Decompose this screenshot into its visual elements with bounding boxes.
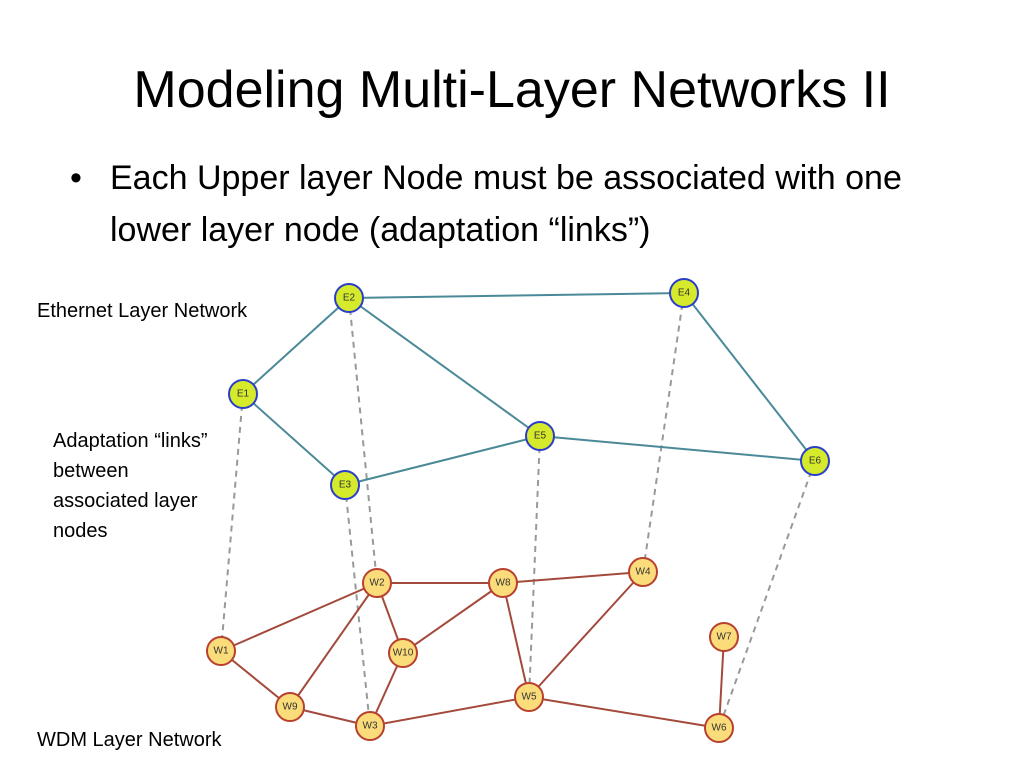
wdm-node-circle — [704, 713, 734, 743]
bullet-text: Each Upper layer Node must be associated… — [110, 159, 902, 249]
adaptation-link-e2-w2 — [348, 297, 378, 584]
wdm-node-circle — [362, 568, 392, 598]
wdm-link-w1-w2 — [220, 582, 378, 652]
ethernet-node-e3: E3 — [330, 470, 360, 500]
ethernet-node-circle — [330, 470, 360, 500]
adaptation-link-e5-w5 — [528, 435, 541, 698]
wdm-node-w5: W5 — [514, 682, 544, 712]
bullet-list: • Each Upper layer Node must be associat… — [70, 152, 970, 256]
wdm-node-label: W5 — [522, 692, 537, 703]
wdm-node-w6: W6 — [704, 713, 734, 743]
wdm-node-w7: W7 — [709, 622, 739, 652]
wdm-node-label: W4 — [636, 567, 651, 578]
bullet-item: • Each Upper layer Node must be associat… — [70, 152, 970, 256]
wdm-node-label: W7 — [717, 632, 732, 643]
wdm-node-circle — [388, 638, 418, 668]
bullet-icon: • — [70, 159, 82, 197]
wdm-link-w10-w8 — [402, 582, 504, 654]
wdm-link-w9-w2 — [289, 582, 378, 708]
ethernet-link-e1-e2 — [242, 297, 350, 395]
wdm-node-circle — [206, 636, 236, 666]
ethernet-node-e1: E1 — [228, 379, 258, 409]
wdm-layer-label: WDM Layer Network — [37, 729, 222, 751]
slide-title: Modeling Multi-Layer Networks II — [133, 61, 891, 119]
wdm-node-circle — [275, 692, 305, 722]
ethernet-links — [242, 292, 816, 486]
ethernet-node-circle — [228, 379, 258, 409]
ethernet-node-circle — [334, 283, 364, 313]
wdm-node-label: W3 — [363, 721, 378, 732]
wdm-node-w3: W3 — [355, 711, 385, 741]
wdm-node-label: W2 — [370, 578, 385, 589]
wdm-node-w9: W9 — [275, 692, 305, 722]
adaptation-links-label: Adaptation “links” between associated la… — [53, 430, 208, 542]
ethernet-link-e2-e5 — [348, 297, 541, 437]
wdm-node-label: W8 — [496, 578, 511, 589]
wdm-node-circle — [355, 711, 385, 741]
ethernet-layer-label: Ethernet Layer Network — [37, 300, 248, 322]
ethernet-node-label: E4 — [678, 288, 691, 299]
wdm-node-circle — [488, 568, 518, 598]
ethernet-link-e2-e4 — [348, 292, 685, 299]
ethernet-node-label: E5 — [534, 431, 547, 442]
wdm-node-label: W1 — [214, 646, 229, 657]
ethernet-node-circle — [525, 421, 555, 451]
wdm-link-w8-w5 — [502, 582, 530, 698]
wdm-link-w6-w7 — [718, 636, 725, 729]
wdm-node-w1: W1 — [206, 636, 236, 666]
wdm-link-w4-w5 — [528, 571, 644, 698]
wdm-node-circle — [628, 557, 658, 587]
ethernet-link-e1-e3 — [242, 393, 346, 486]
wdm-node-label: W10 — [393, 648, 414, 659]
wdm-node-circle — [709, 622, 739, 652]
adaptation-link-e1-w1 — [220, 393, 244, 652]
ethernet-link-e4-e6 — [683, 292, 816, 462]
ethernet-node-label: E1 — [237, 389, 250, 400]
wdm-link-w3-w5 — [369, 696, 530, 727]
adaptation-link-e3-w3 — [344, 484, 371, 727]
ethernet-node-circle — [669, 278, 699, 308]
adaptation-link-e6-w6 — [718, 460, 816, 729]
wdm-node-label: W9 — [283, 702, 298, 713]
ethernet-node-label: E3 — [339, 480, 352, 491]
ethernet-node-e5: E5 — [525, 421, 555, 451]
wdm-node-w2: W2 — [362, 568, 392, 598]
wdm-node-w10: W10 — [388, 638, 418, 668]
ethernet-node-circle — [800, 446, 830, 476]
wdm-node-circle — [514, 682, 544, 712]
ethernet-node-e2: E2 — [334, 283, 364, 313]
wdm-link-w5-w6 — [528, 696, 720, 729]
wdm-link-w8-w4 — [502, 571, 644, 584]
adaptation-links — [220, 292, 816, 729]
ethernet-link-e3-e5 — [344, 435, 541, 486]
wdm-node-w4: W4 — [628, 557, 658, 587]
ethernet-node-label: E6 — [809, 456, 822, 467]
wdm-node-label: W6 — [712, 723, 727, 734]
ethernet-link-e5-e6 — [539, 435, 816, 462]
adaptation-link-e4-w4 — [642, 292, 685, 573]
ethernet-node-e6: E6 — [800, 446, 830, 476]
wdm-node-w8: W8 — [488, 568, 518, 598]
ethernet-node-label: E2 — [343, 293, 356, 304]
ethernet-node-e4: E4 — [669, 278, 699, 308]
